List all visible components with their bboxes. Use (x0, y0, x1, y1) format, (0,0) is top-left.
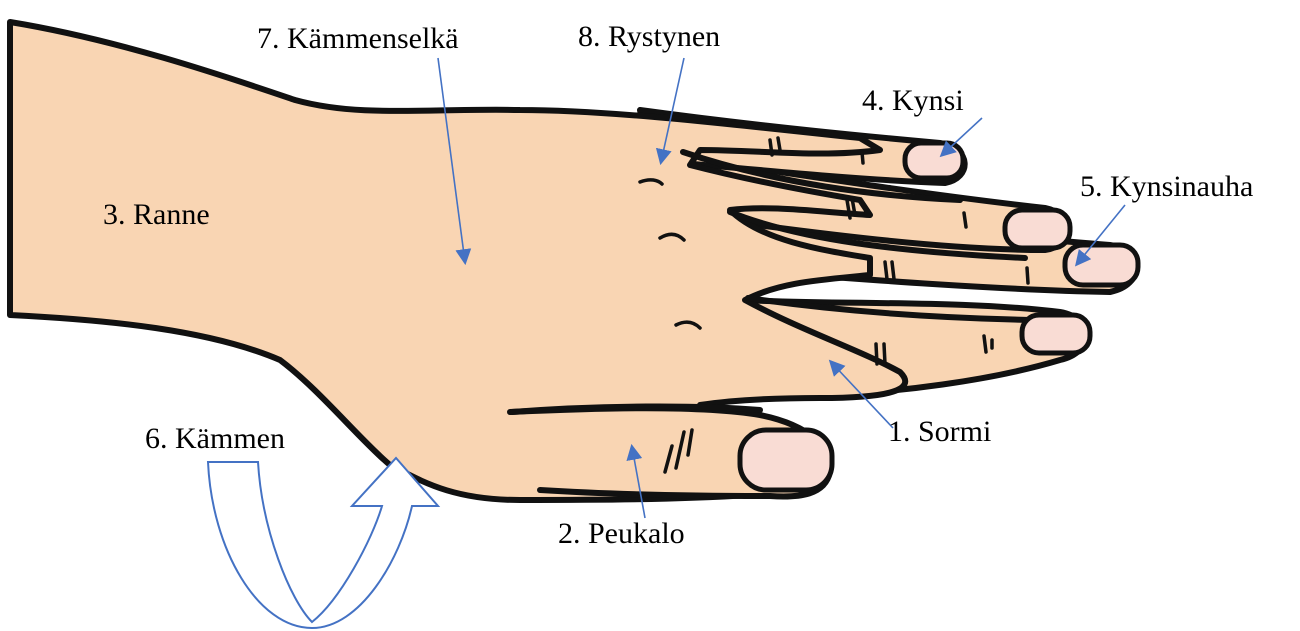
label-peukalo: 2. Peukalo (558, 519, 685, 549)
label-kammenselka: 7. Kämmenselkä (257, 24, 459, 54)
label-ranne: 3. Ranne (103, 200, 210, 230)
label-kynsinauha: 5. Kynsinauha (1080, 172, 1253, 202)
label-kynsi: 4. Kynsi (862, 86, 964, 116)
label-kammen: 6. Kämmen (145, 424, 285, 454)
curved-arrow-icon (208, 458, 438, 628)
nail-little (1022, 315, 1090, 353)
nail-ring (1065, 245, 1138, 285)
nail-middle (1005, 210, 1070, 248)
nail-index (905, 143, 963, 178)
label-sormi: 1. Sormi (888, 417, 991, 447)
label-rystynen: 8. Rystynen (578, 22, 720, 52)
nail-thumb (740, 430, 832, 490)
